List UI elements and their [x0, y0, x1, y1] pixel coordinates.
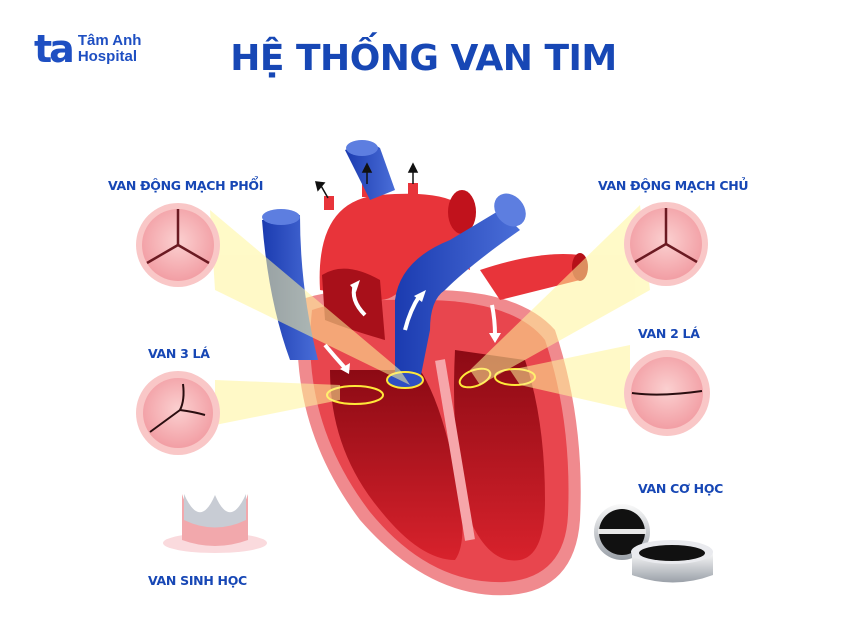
label-aortic-valve: VAN ĐỘNG MẠCH CHỦ — [598, 178, 749, 193]
label-mechanical-valve: VAN CƠ HỌC — [638, 481, 724, 496]
mechanical-valve-icon — [594, 504, 713, 583]
label-bioprosthetic-valve: VAN SINH HỌC — [148, 573, 247, 588]
aortic-valve-icon — [624, 202, 708, 286]
logo-text: Tâm Anh Hospital — [78, 33, 142, 65]
bioprosthetic-valve-icon — [163, 494, 267, 553]
page-title: HỆ THỐNG VAN TIM — [230, 38, 617, 79]
pulmonary-valve-icon — [136, 203, 220, 287]
highlight-beams — [210, 205, 650, 425]
hospital-logo: ta Tâm Anh Hospital — [34, 27, 142, 71]
tricuspid-valve-icon — [136, 371, 220, 455]
mitral-valve-icon — [624, 350, 710, 436]
logo-line-2: Hospital — [77, 48, 137, 65]
label-tricuspid-valve: VAN 3 LÁ — [148, 346, 210, 361]
label-pulmonary-valve: VAN ĐỘNG MẠCH PHỔI — [108, 178, 264, 193]
logo-mark: ta — [34, 27, 75, 71]
logo-line-1: Tâm Anh — [77, 32, 142, 49]
label-mitral-valve: VAN 2 LÁ — [638, 326, 700, 341]
